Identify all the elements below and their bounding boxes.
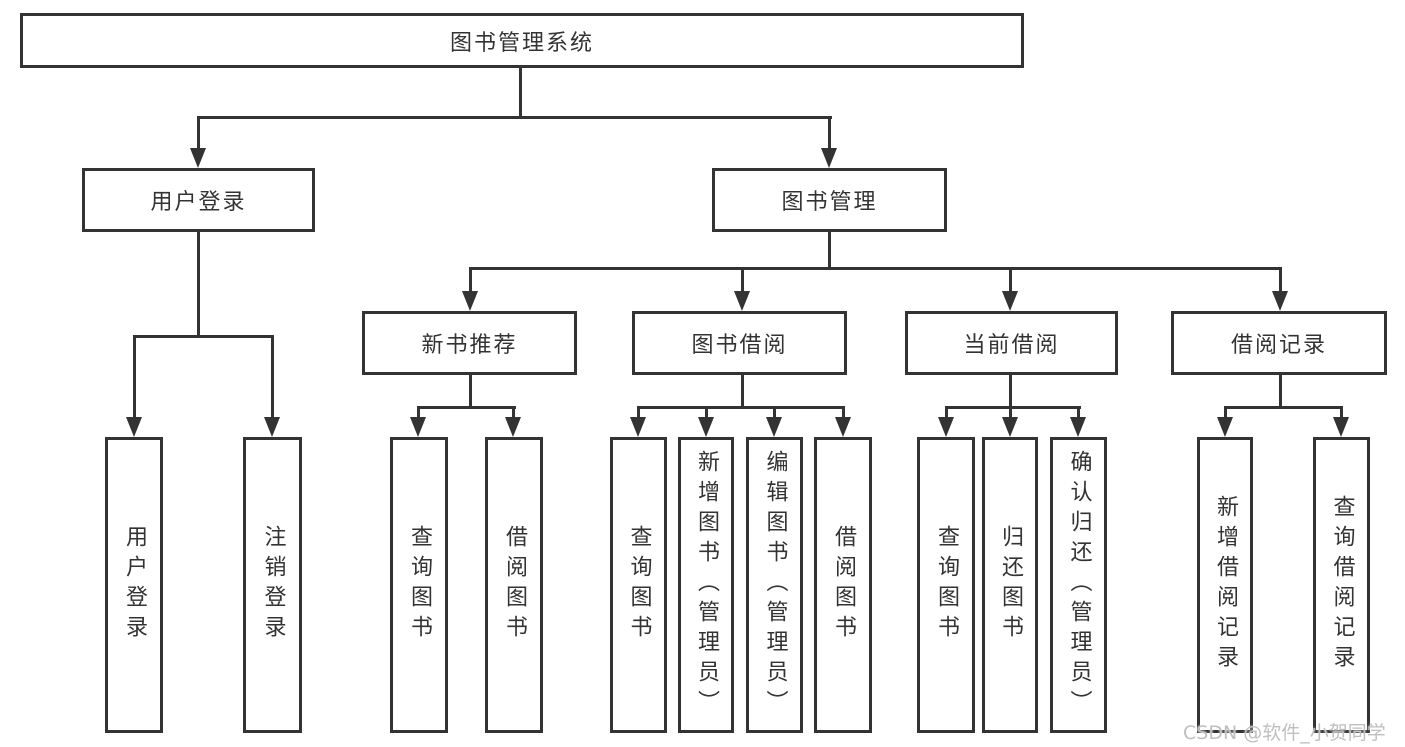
leaf-query-borrow-record: 查询借阅记录 [1313, 437, 1370, 733]
connector-line [417, 406, 420, 419]
leaf-user-login: 用户登录 [105, 437, 163, 733]
connector-line [519, 68, 522, 119]
connector-line [705, 406, 708, 419]
node-label: 图书借阅 [691, 333, 788, 358]
arrowhead-down-icon [1002, 291, 1018, 311]
leaf-label: 新增图书（管理员） [694, 450, 719, 720]
node-book-management: 图书管理 [712, 168, 947, 232]
connector-line [469, 375, 472, 409]
arrowhead-down-icon [938, 417, 954, 437]
arrowhead-down-icon [698, 417, 714, 437]
node-label: 当前借阅 [963, 333, 1060, 358]
leaf-add-books-admin: 新增图书（管理员） [678, 437, 734, 733]
leaf-return-books: 归还图书 [982, 437, 1038, 733]
connector-line [637, 406, 845, 409]
connector-line [637, 406, 640, 419]
arrowhead-down-icon [190, 148, 206, 168]
arrowhead-down-icon [264, 417, 280, 437]
node-borrow-record: 借阅记录 [1171, 311, 1387, 375]
leaf-label: 编辑图书（管理员） [762, 450, 788, 720]
leaf-query-books-borrow: 查询图书 [610, 437, 667, 733]
leaf-label: 新增借阅记录 [1213, 495, 1238, 675]
leaf-label: 查询图书 [626, 525, 652, 645]
connector-line [417, 406, 516, 409]
arrowhead-down-icon [505, 417, 521, 437]
connector-line [1009, 406, 1012, 419]
node-user-login: 用户登录 [82, 168, 315, 232]
node-label: 图书管理系统 [449, 30, 594, 56]
connector-line [1279, 267, 1282, 293]
arrowhead-down-icon [835, 417, 851, 437]
leaf-query-books-current: 查询图书 [917, 437, 975, 733]
arrowhead-down-icon [1217, 417, 1233, 437]
connector-line [741, 375, 744, 409]
leaf-edit-books-admin: 编辑图书（管理员） [746, 437, 803, 733]
leaf-label: 查询图书 [934, 525, 959, 645]
connector-line [741, 267, 744, 293]
connector-line [469, 267, 1282, 270]
arrowhead-down-icon [462, 291, 478, 311]
connector-line [1224, 406, 1343, 409]
connector-line [1009, 375, 1012, 409]
arrowhead-down-icon [821, 148, 837, 168]
arrowhead-down-icon [1002, 417, 1018, 437]
connector-line [1224, 406, 1227, 419]
leaf-label: 查询借阅记录 [1329, 495, 1355, 675]
leaf-label: 用户登录 [122, 525, 147, 645]
node-label: 用户登录 [150, 190, 247, 215]
connector-line [197, 116, 832, 119]
connector-line [842, 406, 845, 419]
connector-line [197, 232, 200, 338]
arrowhead-down-icon [1333, 417, 1349, 437]
leaf-label: 查询图书 [407, 525, 432, 645]
arrowhead-down-icon [1070, 417, 1086, 437]
node-book-borrow: 图书借阅 [632, 311, 847, 375]
leaf-label: 确认归还（管理员） [1066, 450, 1092, 720]
leaf-borrow-books: 借阅图书 [814, 437, 872, 733]
arrowhead-down-icon [766, 417, 782, 437]
connector-line [469, 267, 472, 293]
connector-line [945, 406, 948, 419]
csdn-watermark: CSDN @软件_小贺同学 [1183, 722, 1386, 744]
arrowhead-down-icon [734, 291, 750, 311]
leaf-logout: 注销登录 [243, 437, 302, 733]
node-label: 新书推荐 [421, 333, 518, 358]
connector-line [1009, 267, 1012, 293]
node-new-book-recommend: 新书推荐 [362, 311, 577, 375]
leaf-label: 借阅图书 [831, 525, 856, 645]
connector-line [1279, 375, 1282, 409]
connector-line [197, 116, 200, 150]
node-root-library-system: 图书管理系统 [20, 13, 1024, 68]
arrowhead-down-icon [410, 417, 426, 437]
connector-line [1077, 406, 1080, 419]
node-label: 借阅记录 [1230, 333, 1327, 358]
leaf-label: 归还图书 [998, 525, 1023, 645]
connector-line [945, 406, 1081, 409]
connector-line [828, 232, 831, 270]
connector-line [271, 335, 274, 419]
arrowhead-down-icon [630, 417, 646, 437]
connector-line [133, 335, 274, 338]
arrowhead-down-icon [1272, 291, 1288, 311]
leaf-label: 注销登录 [260, 525, 286, 645]
node-label: 图书管理 [781, 190, 878, 215]
leaf-add-borrow-record: 新增借阅记录 [1197, 437, 1253, 733]
connector-line [828, 116, 831, 150]
arrowhead-down-icon [126, 417, 142, 437]
leaf-confirm-return-admin: 确认归还（管理员） [1050, 437, 1107, 733]
connector-line [1340, 406, 1343, 419]
connector-line [512, 406, 515, 419]
connector-line [133, 335, 136, 419]
connector-line [773, 406, 776, 419]
leaf-query-books-recommend: 查询图书 [390, 437, 448, 733]
leaf-label: 借阅图书 [502, 525, 527, 645]
leaf-borrow-books-recommend: 借阅图书 [485, 437, 543, 733]
node-current-borrow: 当前借阅 [905, 311, 1118, 375]
